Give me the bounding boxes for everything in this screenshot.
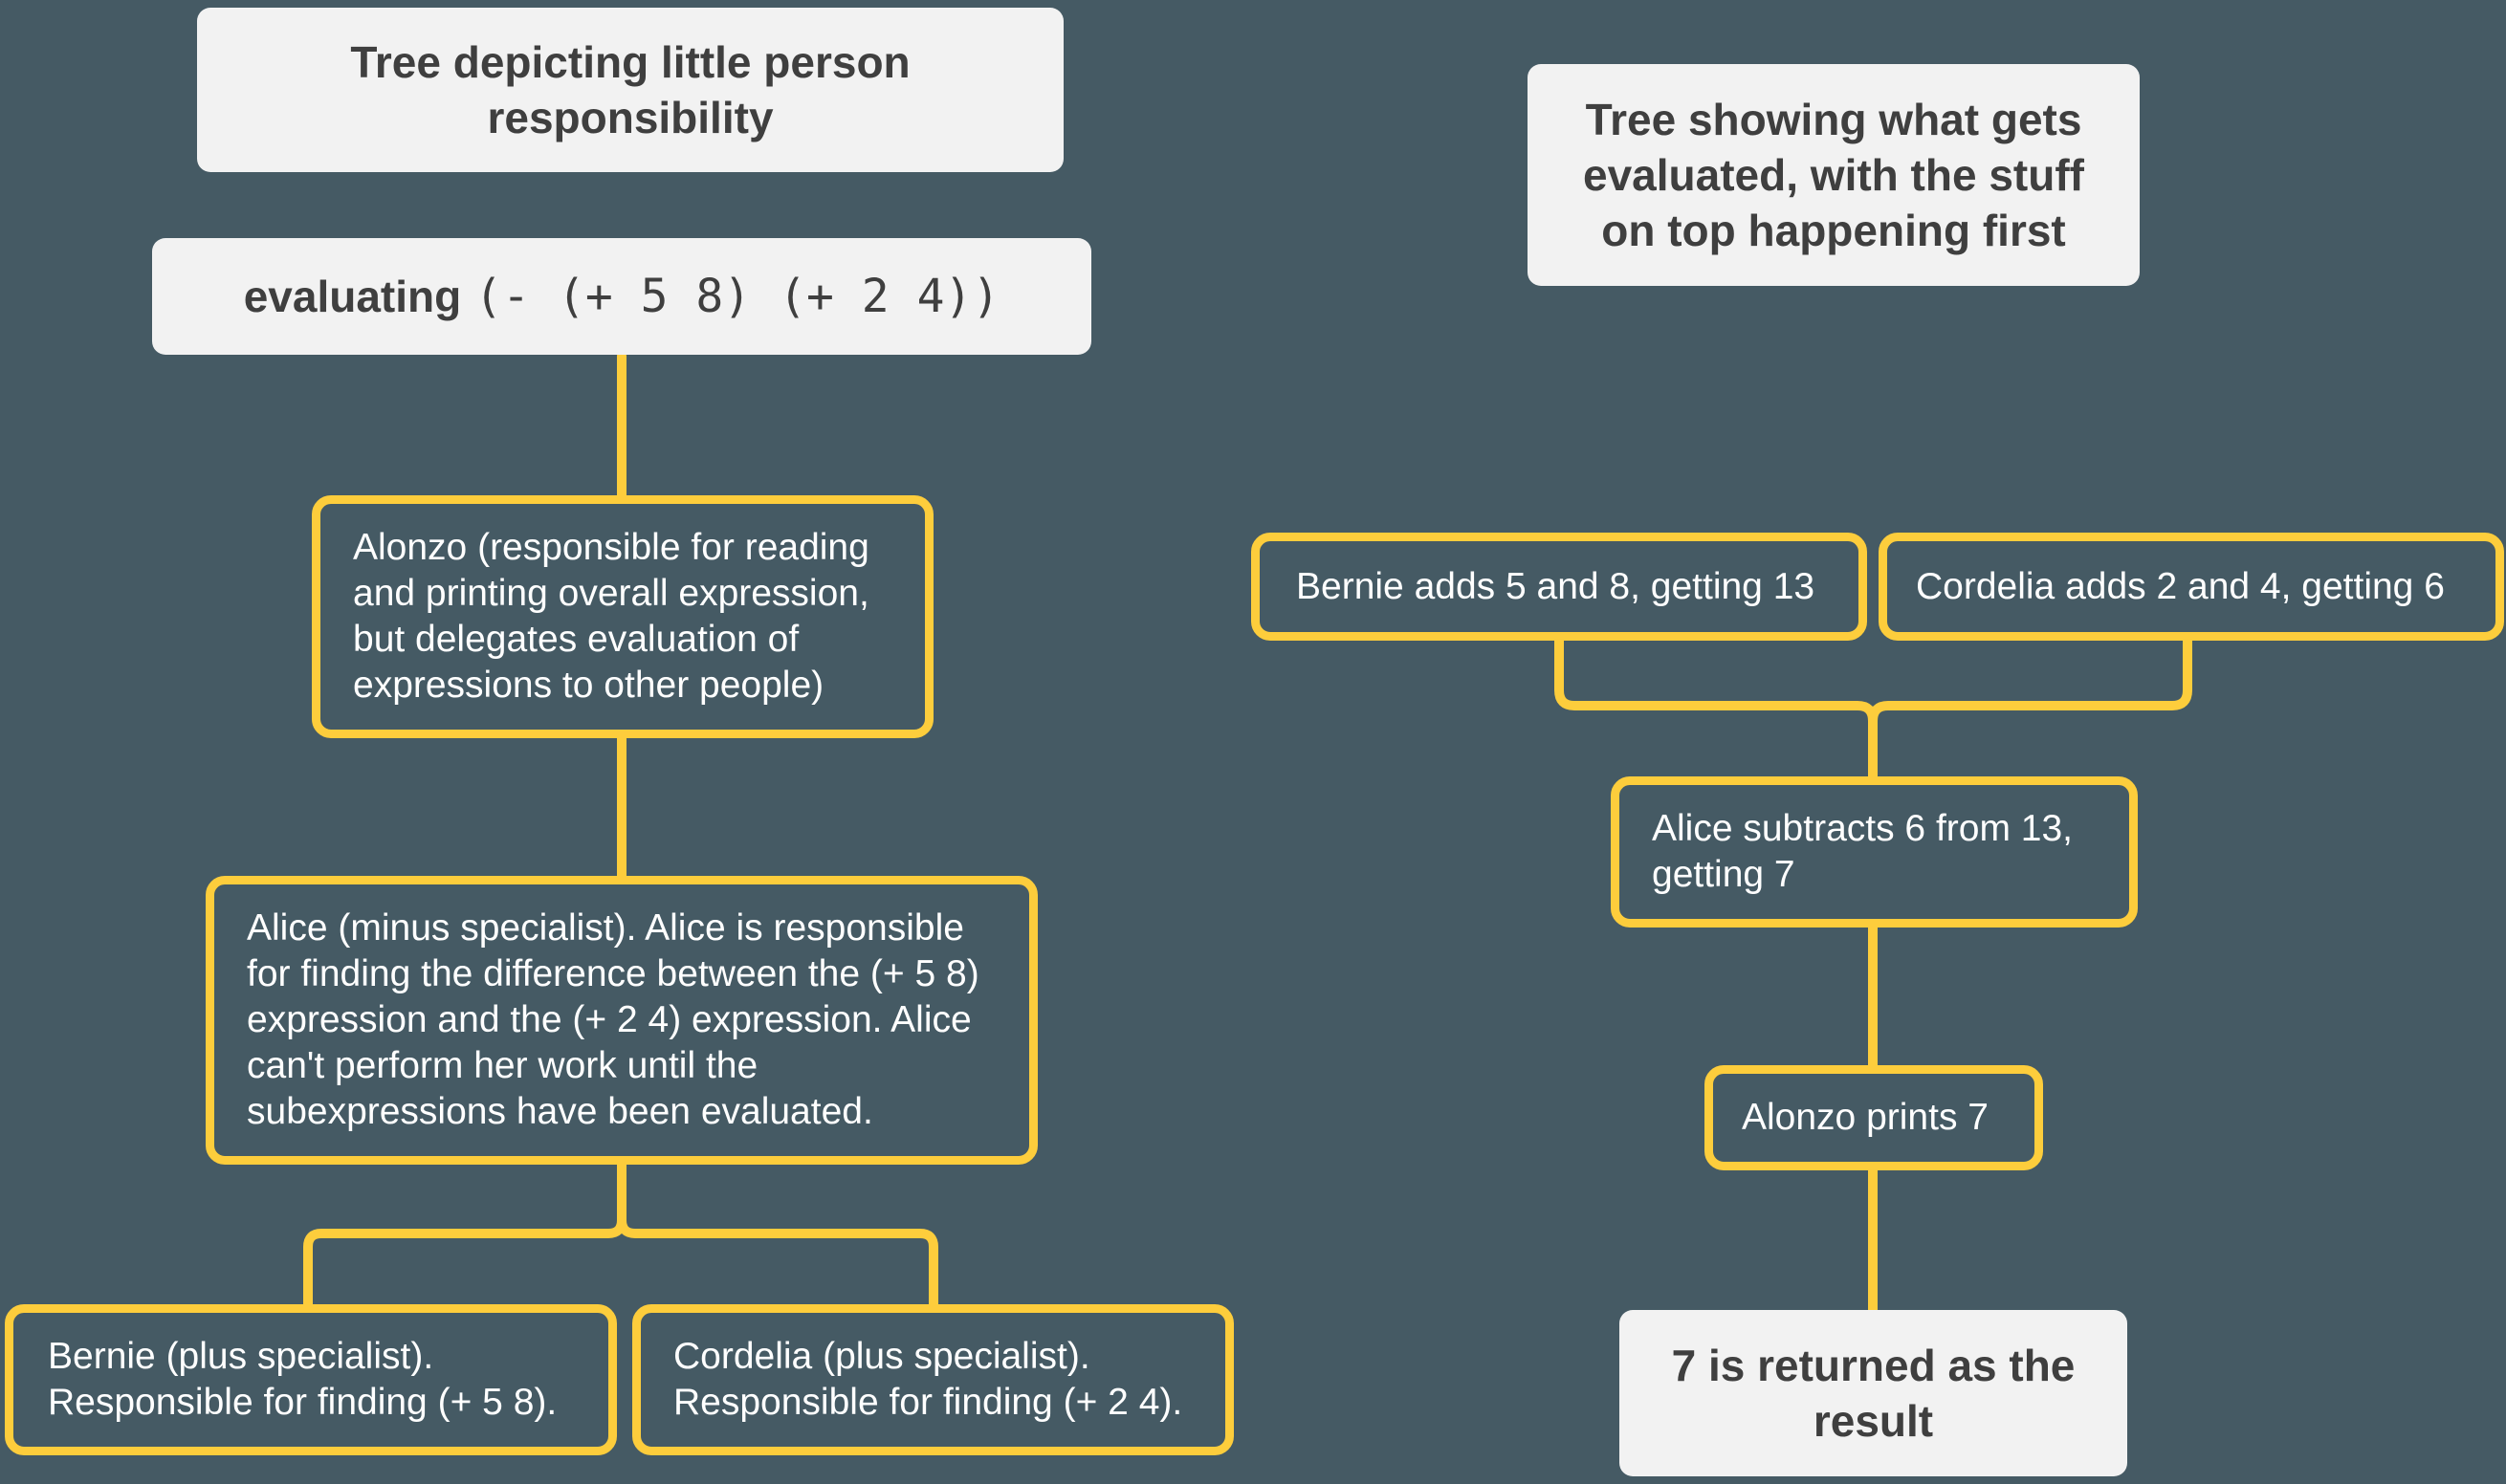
right-tree-title: Tree showing what gets evaluated, with t… (1528, 64, 2140, 286)
node-cordelia-right-text: Cordelia adds 2 and 4, getting 6 (1916, 565, 2445, 607)
left-tree-title-text: Tree depicting little person responsibil… (350, 37, 911, 142)
node-alonzo-left: Alonzo (responsible for reading and prin… (312, 495, 934, 738)
node-bernie-left: Bernie (plus specialist). Responsible fo… (5, 1304, 617, 1455)
result-label: 7 is returned as the result (1619, 1310, 2127, 1476)
node-bernie-right-text: Bernie adds 5 and 8, getting 13 (1296, 565, 1815, 607)
node-alonzo-right: Alonzo prints 7 (1704, 1065, 2043, 1170)
node-bernie-right: Bernie adds 5 and 8, getting 13 (1251, 533, 1867, 641)
node-bernie-left-text: Bernie (plus specialist). Responsible fo… (48, 1336, 558, 1423)
right-tree-title-text: Tree showing what gets evaluated, with t… (1583, 95, 2084, 255)
connector-alice-cordelia (617, 1215, 938, 1311)
connector-alice-children (303, 1158, 626, 1311)
node-alice-left: Alice (minus specialist). Alice is respo… (206, 876, 1038, 1165)
connector-bernie-merge (1554, 634, 1878, 781)
node-alice-right-text: Alice subtracts 6 from 13, getting 7 (1652, 808, 2074, 895)
node-cordelia-left: Cordelia (plus specialist). Responsible … (632, 1304, 1234, 1455)
expression-label: evaluating (- (+ 5 8) (+ 2 4)) (152, 238, 1091, 355)
connector-cordelia-merge (1868, 634, 2192, 726)
expression-prefix: evaluating (243, 272, 462, 321)
result-label-text: 7 is returned as the result (1671, 1341, 2076, 1446)
left-tree-title: Tree depicting little person responsibil… (197, 8, 1064, 172)
node-alonzo-left-text: Alonzo (responsible for reading and prin… (353, 527, 869, 706)
node-alice-left-text: Alice (minus specialist). Alice is respo… (247, 907, 979, 1132)
expression-code: (- (+ 5 8) (+ 2 4)) (474, 270, 1000, 323)
node-alonzo-right-text: Alonzo prints 7 (1742, 1097, 1989, 1138)
node-cordelia-right: Cordelia adds 2 and 4, getting 6 (1879, 533, 2504, 641)
node-alice-right: Alice subtracts 6 from 13, getting 7 (1611, 776, 2138, 928)
node-cordelia-left-text: Cordelia (plus specialist). Responsible … (673, 1336, 1183, 1423)
